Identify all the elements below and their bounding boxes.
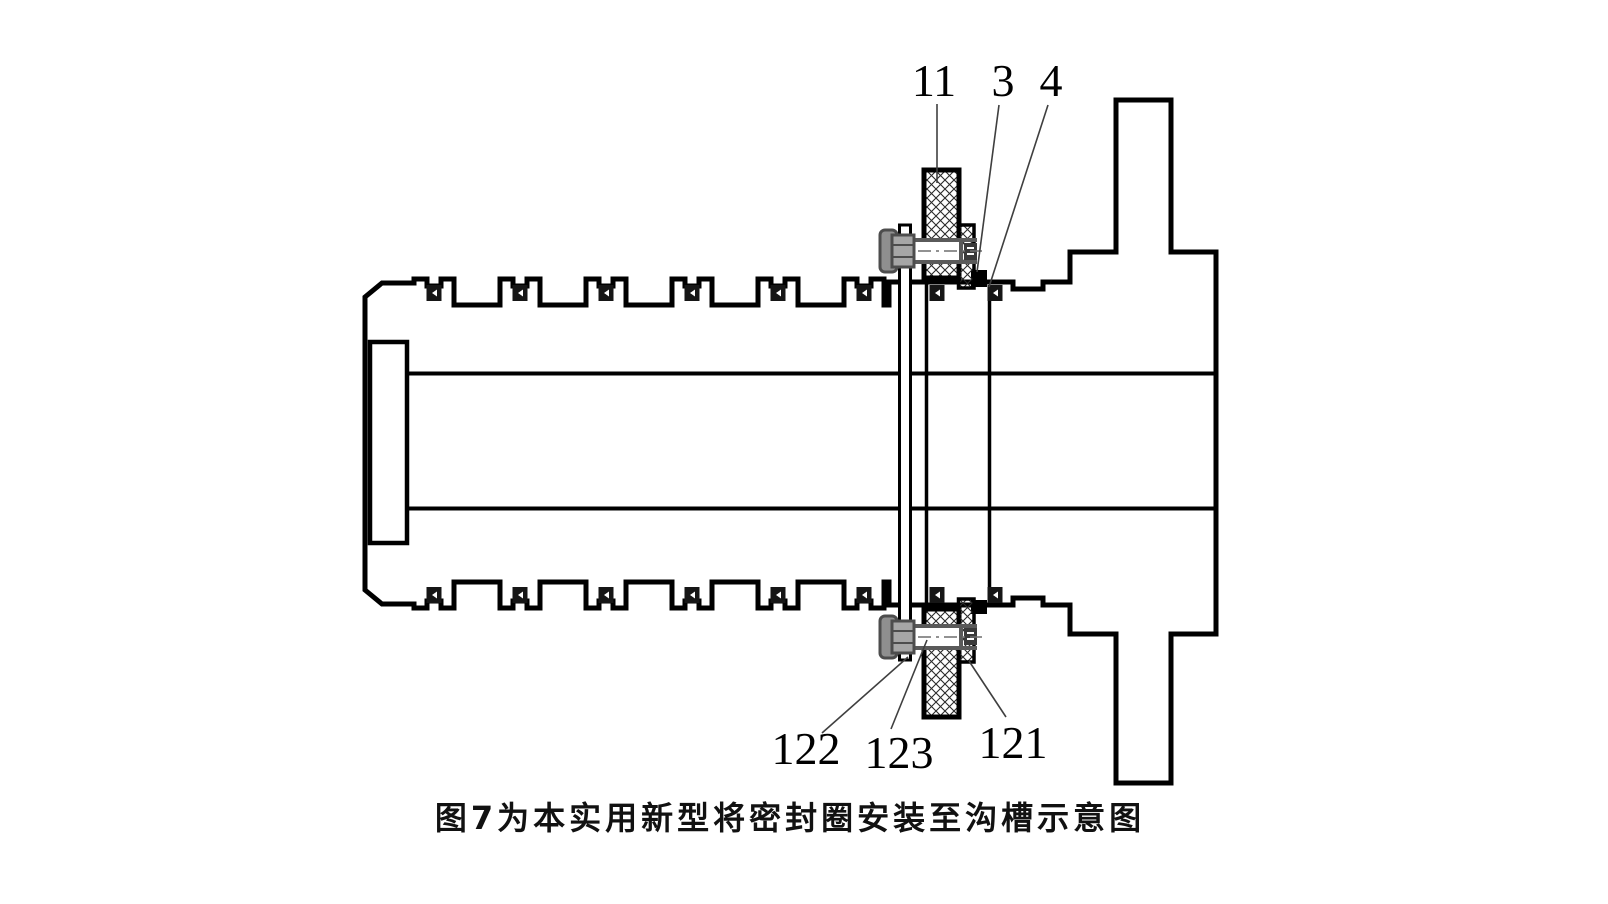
bolt-bottom: [878, 614, 982, 660]
bolt-top: [878, 228, 982, 274]
leader-3: [976, 104, 1000, 273]
bolt-head-facets: [892, 630, 914, 644]
leader-121: [968, 660, 1007, 718]
label-bolt: 123: [865, 727, 934, 778]
bolt-head: [890, 619, 916, 655]
label-clamp-band: 122: [772, 723, 841, 774]
leader-123: [890, 639, 928, 730]
bolt-shaft-lines: [960, 624, 977, 650]
bolt-nut-marks: [967, 247, 974, 255]
hose-plug: [367, 339, 410, 546]
label-seal-ring: 11: [912, 55, 956, 106]
figure-caption: 图7为本实用新型将密封圈安装至沟槽示意图: [435, 799, 1145, 837]
bolt-head: [890, 233, 916, 269]
leader-4: [988, 104, 1049, 288]
label-flange: 4: [1040, 55, 1063, 106]
assembly-outline: [362, 97, 1219, 786]
clamp-band: [898, 223, 912, 662]
bolt-nut-marks: [967, 632, 974, 640]
bolt-head-facets: [892, 244, 914, 258]
label-groove: 3: [992, 55, 1015, 106]
leader-122: [821, 656, 909, 734]
label-clamp-half: 121: [979, 717, 1048, 768]
bolt-shaft-lines: [960, 238, 977, 264]
